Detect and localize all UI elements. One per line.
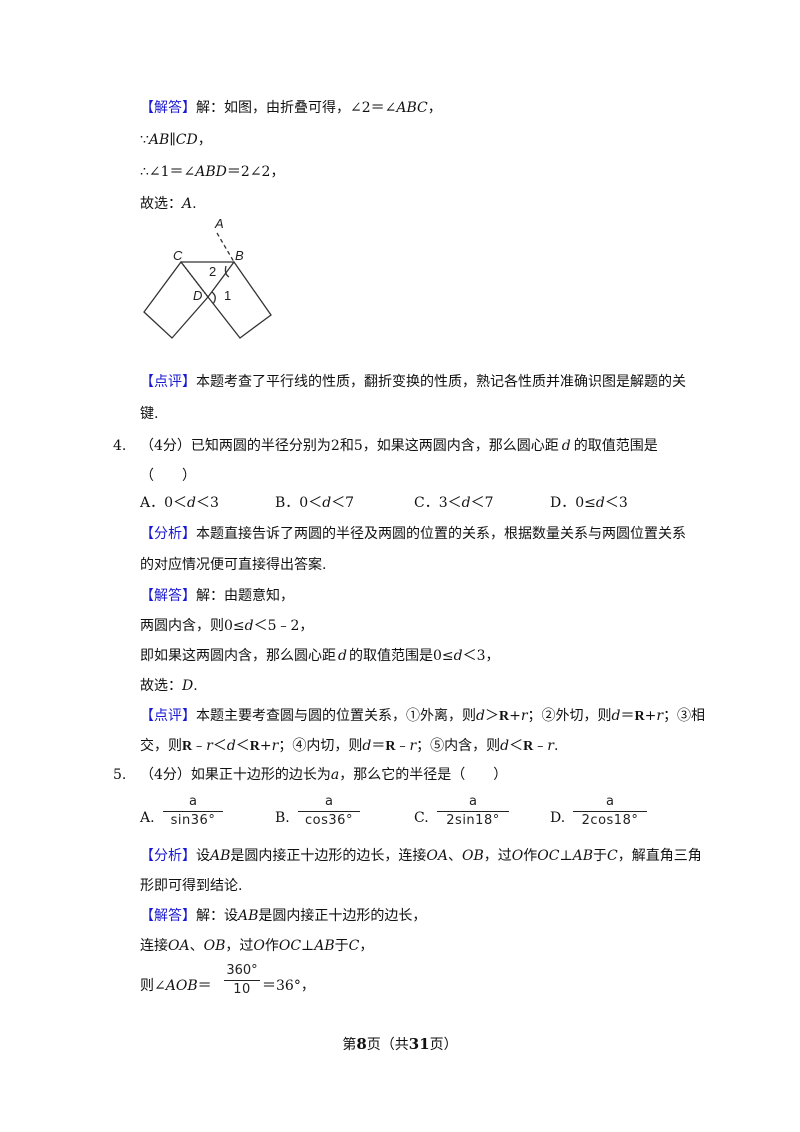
q5-option-d-letter: D. [550,810,566,826]
label-C: C [173,248,183,263]
q3-answer-line-1: 【解答】解：如图，由折叠可得，∠2＝∠ABC， [140,100,442,116]
q4-analysis-line-1: 【分析】本题直接告诉了两圆的半径及两圆的位置的关系，根据数量关系与两圆位置关系 [140,526,686,542]
q4-option-d: D．0≤d＜3 [550,495,628,511]
q3-choose-line: 故选：A. [140,196,197,212]
q4-comment-line-2: 交，则R﹣r＜d＜R+r；④内切，则d＝R﹣r；⑤内含，则d＜R﹣r. [140,738,559,754]
q3-answer-line-3: ∴∠1＝∠ABD＝2∠2， [140,164,285,180]
q5-answer-line-3-tail: ＝36°， [262,978,315,994]
q5-option-c-letter: C. [414,810,429,826]
q5-answer-line-3: 则∠AOB＝ [140,978,212,994]
angle-1-arc [211,291,216,305]
q3-answer-line-2: ∵AB∥CD， [140,132,212,148]
q4-choose-line: 故选：D. [140,678,198,694]
comment-tag: 【点评】 [140,374,196,390]
analysis-tag: 【分析】 [140,526,196,542]
dashed-line-AB [216,232,235,263]
q5-answer-line-2: 连接OA、OB，过O作OC⊥AB于C， [140,938,374,954]
q4-answer-line-2: 两圆内含，则0≤d＜5﹣2， [140,618,314,634]
question-number: 4. [113,438,127,454]
page-number: 8 [356,1035,367,1053]
q4-stem-line-2: （ ） [140,468,196,484]
label-1: 1 [224,288,231,303]
q3-comment-line-2: 键. [140,406,159,422]
page-footer: 第8页（共31页） [342,1035,458,1053]
answer-tag: 【解答】 [140,908,196,924]
q4-answer-line-1: 【解答】解：由题意知， [140,588,294,604]
q5-analysis-line-1: 【分析】设AB是圆内接正十边形的边长，连接OA、OB，过O作OC⊥AB于C，解直… [140,848,702,864]
answer-tag: 【解答】 [140,588,196,604]
folding-figure: A B C D 1 2 [143,216,272,339]
q3-comment-line-1: 【点评】本题考查了平行线的性质，翻折变换的性质，熟记各性质并准确识图是解题的关 [140,374,686,390]
question-number: 5. [113,767,127,783]
comment-tag: 【点评】 [140,708,196,724]
angle-2-arc [224,265,230,278]
q4-comment-line-1: 【点评】本题主要考查圆与圆的位置关系，①外离，则d＞R+r；②外切，则d＝R+r… [140,708,706,724]
label-A: A [214,216,224,231]
dotted-line-CD [180,261,209,298]
q4-analysis-line-2: 的对应情况便可直接得出答案. [140,557,327,573]
label-B: B [235,248,244,263]
analysis-tag: 【分析】 [140,848,196,864]
right-strip [207,260,272,339]
q4-option-a: A．0＜d＜3 [140,495,219,511]
q5-option-b-letter: B. [275,810,290,826]
answer-tag: 【解答】 [140,100,196,116]
q5-stem-line: 5.（4分）如果正十边形的边长为a，那么它的半径是（ ） [113,767,508,783]
q4-option-c: C．3＜d＜7 [414,495,494,511]
q5-angle-fraction: 360°10 [224,964,260,998]
q5-answer-line-1: 【解答】解：设AB是圆内接正十边形的边长， [140,908,427,924]
q4-option-b: B．0＜d＜7 [275,495,355,511]
label-2: 2 [209,264,216,279]
q5-analysis-line-2: 形即可得到结论. [140,878,243,894]
label-D: D [193,288,202,303]
q5-option-a-letter: A. [140,810,155,826]
page-total: 31 [408,1035,430,1053]
